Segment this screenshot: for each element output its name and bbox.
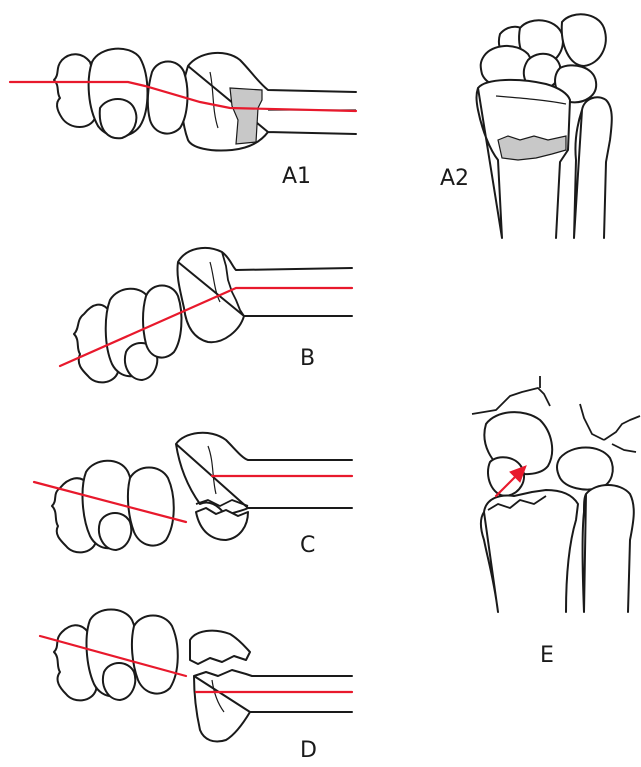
panel-a2: A2 (440, 14, 612, 238)
panel-label-a1: A1 (282, 164, 311, 189)
panel-b: B (60, 248, 352, 382)
panel-c: C (34, 433, 352, 558)
d-radius (194, 670, 352, 742)
panel-e: E (472, 376, 640, 668)
panel-label-d: D (300, 738, 317, 763)
d-distal-fragment (190, 631, 250, 664)
e-ulna (583, 485, 634, 612)
panel-label-c: C (300, 533, 315, 558)
c-carpal-4 (128, 468, 174, 546)
panel-label-e: E (540, 643, 554, 668)
panel-d: D (40, 610, 352, 764)
c-carpal-3 (99, 513, 131, 550)
d-carpal-3 (103, 663, 135, 700)
panel-a1: A1 (10, 49, 356, 189)
d-carpal-4 (132, 616, 178, 694)
a2-carpal-3 (562, 14, 606, 66)
panel-label-a2: A2 (440, 166, 469, 191)
c-distal-fragment (196, 508, 248, 540)
e-carpal-2 (557, 448, 613, 490)
c-radius (176, 433, 352, 516)
a1-carpal-3 (100, 99, 137, 138)
e-radius (481, 490, 578, 612)
a1-radius (182, 53, 356, 151)
a2-ulna (574, 97, 612, 238)
b-radius (177, 248, 352, 342)
panel-label-b: B (300, 346, 315, 371)
